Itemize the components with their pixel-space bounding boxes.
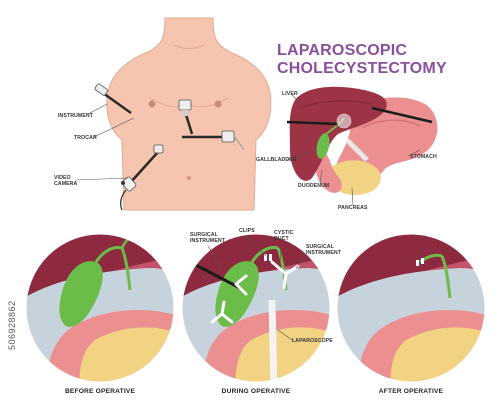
title-line-1: LAPAROSCOPIC <box>277 42 408 59</box>
label-surgical-instrument-right: SURGICAL INSTRUMENT <box>306 244 341 256</box>
gallbladder-during <box>215 261 259 327</box>
pancreas <box>329 160 381 195</box>
label-trocar: TROCAR <box>74 135 97 141</box>
label-laparoscope: LAPAROSCOPE <box>292 338 333 344</box>
video-camera <box>120 144 164 211</box>
label-stomach: STOMACH <box>410 154 437 160</box>
stock-id-text: 506928862 <box>7 300 17 350</box>
navel <box>187 176 191 180</box>
label-surgical-instrument-left: SURGICAL INSTRUMENT <box>190 232 225 244</box>
gallbladder-before <box>59 261 103 327</box>
caption-after-operative: AFTER OPERATIVE <box>378 388 444 395</box>
diagram-title: LAPAROSCOPIC CHOLECYSTECTOMY <box>277 42 447 78</box>
caption-before-operative: BEFORE OPERATIVE <box>64 388 136 395</box>
torso-illustration <box>75 17 272 211</box>
label-liver: LIVER <box>282 91 298 97</box>
organ-illustration <box>286 86 438 206</box>
duodenum <box>315 150 342 193</box>
after-operative-view <box>336 233 486 383</box>
label-cystic-duct-line-2: DUCT <box>274 236 289 242</box>
before-operative-view <box>25 233 175 383</box>
label-surgical-instrument-right-line-2: INSTRUMENT <box>306 250 342 256</box>
label-video-camera-line-2: CAMERA <box>54 181 78 187</box>
left-nipple <box>148 100 156 108</box>
label-gallbladder: GALLBLADDER <box>256 157 297 163</box>
label-duodenum: DUODENUM <box>298 183 330 189</box>
label-clips: CLIPS <box>239 228 255 234</box>
label-video-camera-line-1: VIDEO <box>54 175 71 181</box>
liver <box>289 86 387 181</box>
label-video-camera: VIDEO CAMERA <box>54 175 77 187</box>
gallbladder <box>316 133 330 159</box>
label-cystic-duct: CYSTIC DUCT <box>274 230 294 242</box>
label-instrument: INSTRUMENT <box>58 113 94 119</box>
caption-during-operative: DURING OPERATIVE <box>221 388 291 395</box>
side-instrument <box>182 130 245 151</box>
label-cystic-duct-line-1: CYSTIC <box>274 230 294 236</box>
stock-id-watermark: 506928862 <box>7 300 17 350</box>
title-line-2: CHOLECYSTECTOMY <box>277 60 447 77</box>
trocar-instrument <box>178 99 194 135</box>
label-surgical-instrument-right-line-1: SURGICAL <box>306 244 334 250</box>
label-surgical-instrument-left-line-2: INSTRUMENT <box>190 238 226 244</box>
instrument-upper-left <box>94 83 132 115</box>
right-nipple <box>214 100 222 108</box>
label-surgical-instrument-left-line-1: SURGICAL <box>190 232 218 238</box>
label-pancreas: PANCREAS <box>338 205 368 211</box>
during-operative-view <box>181 233 331 383</box>
